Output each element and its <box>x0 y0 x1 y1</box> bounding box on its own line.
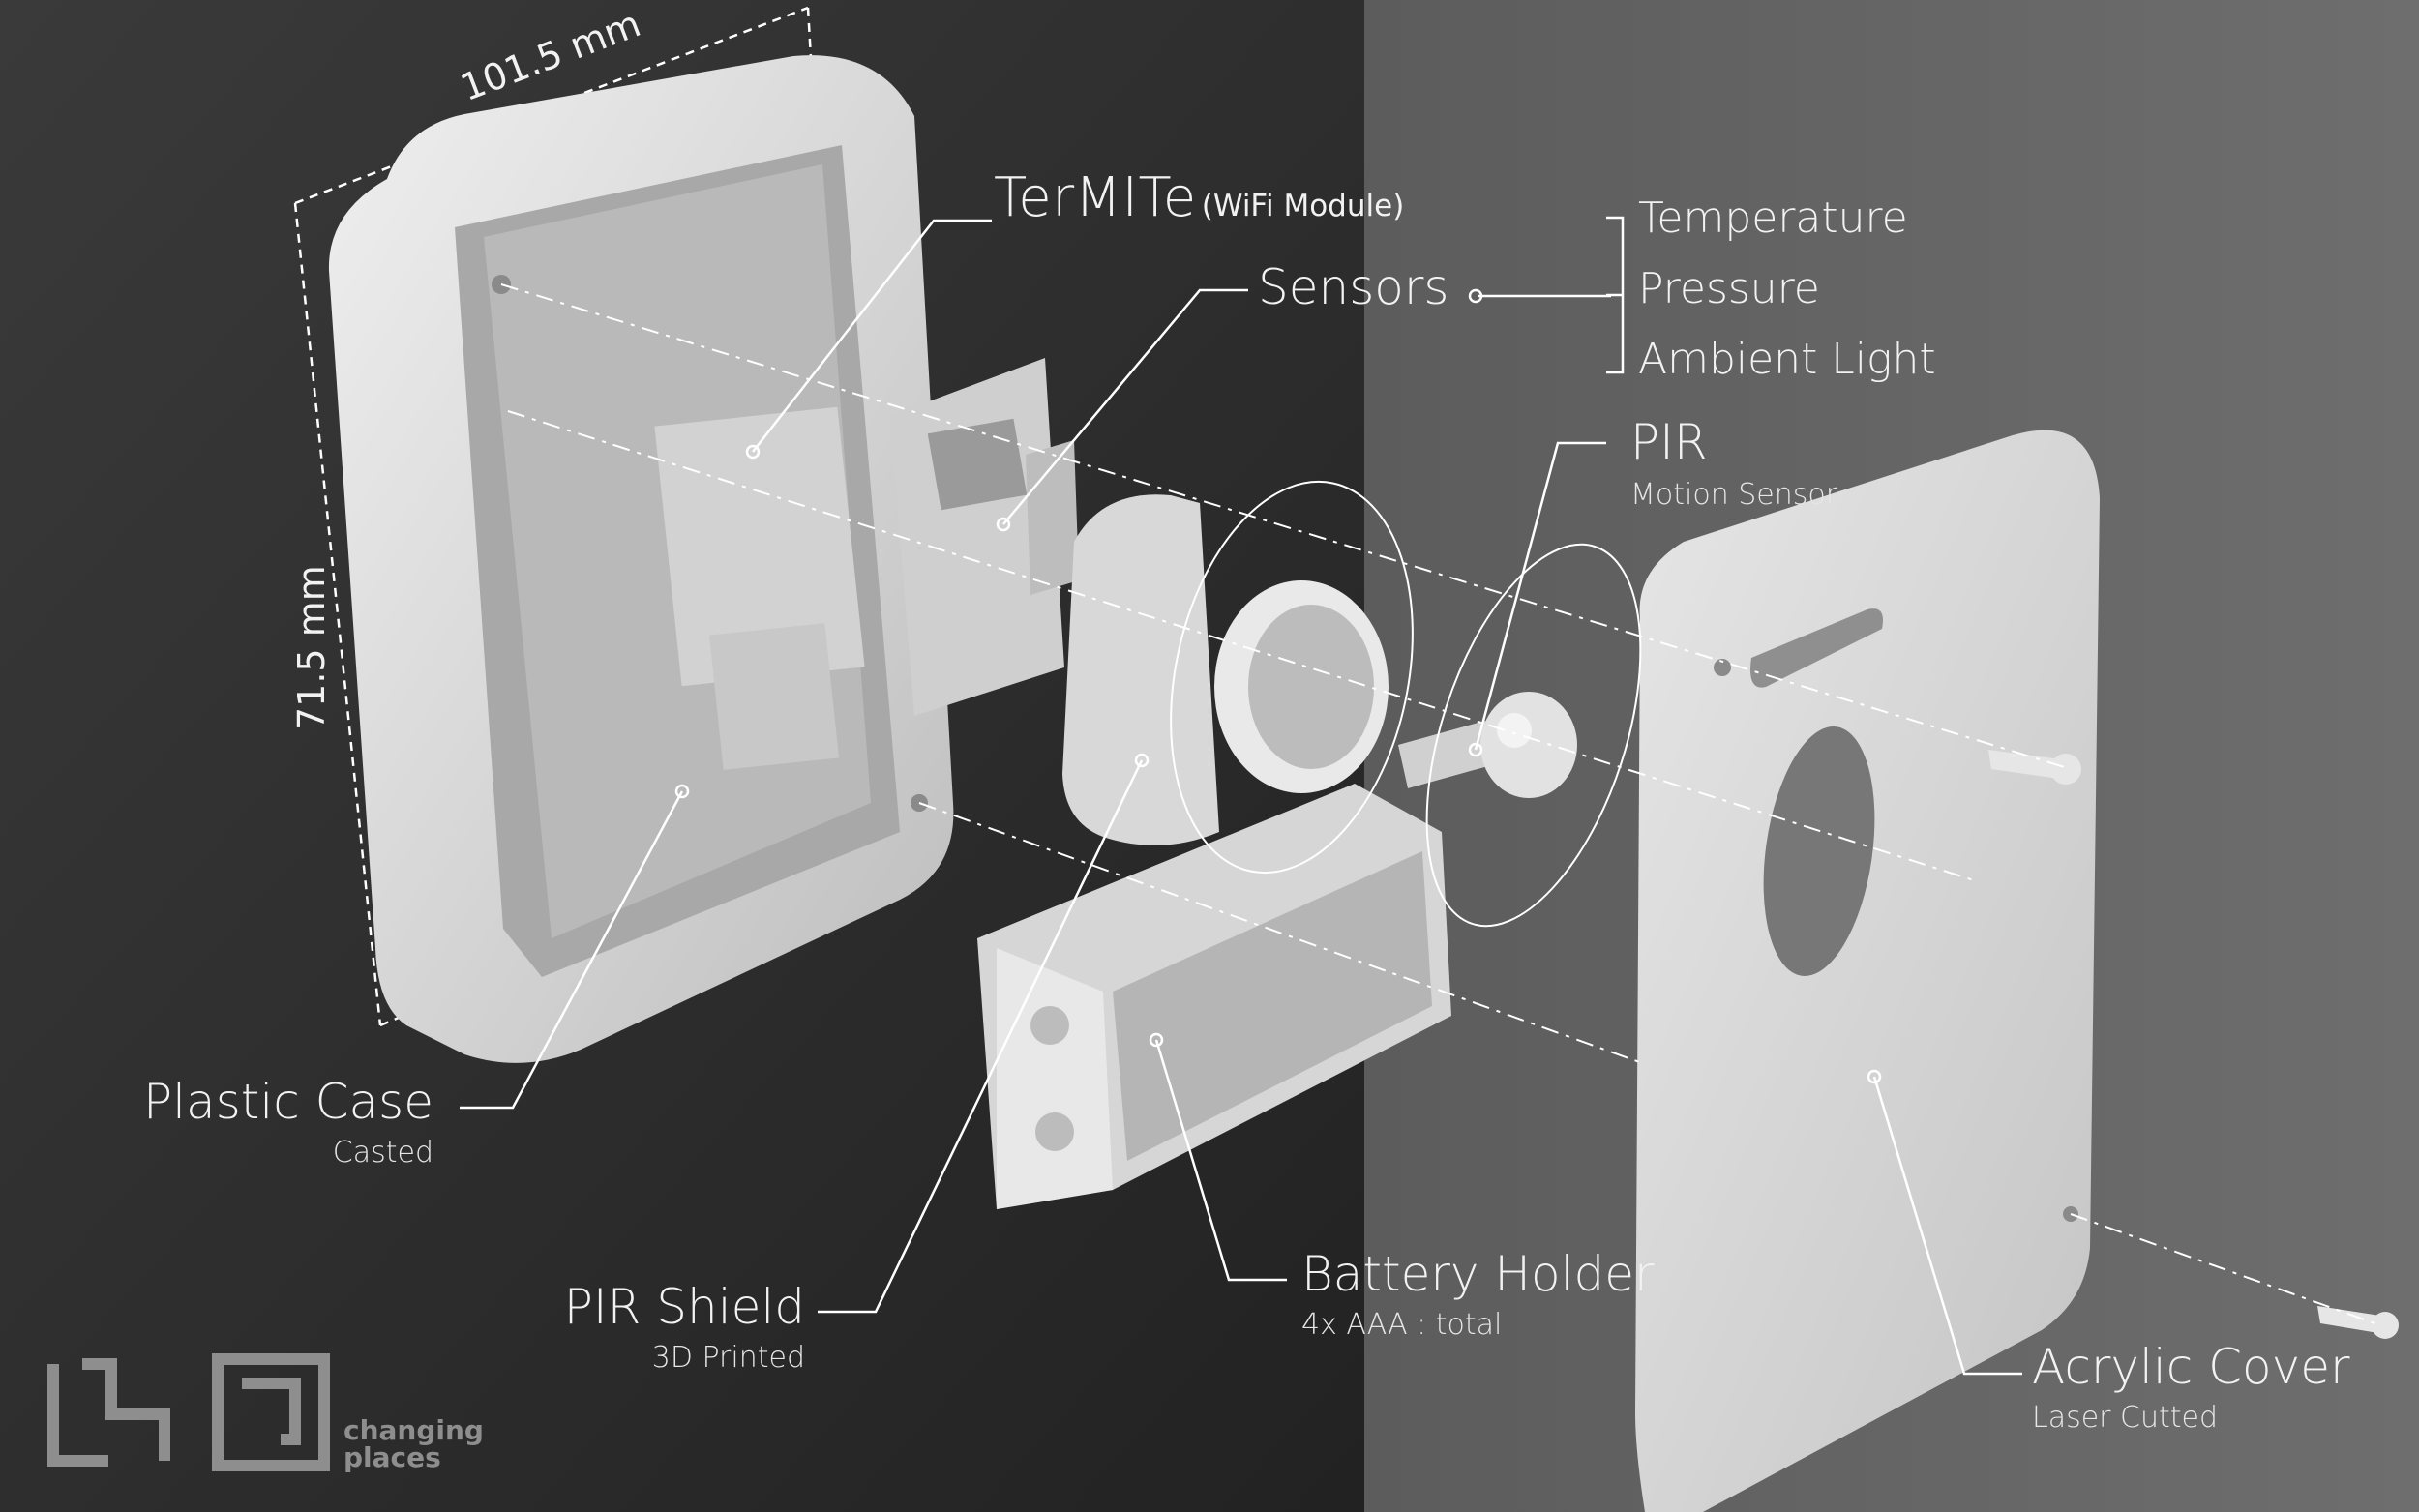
sensors-title: Sensors <box>1258 259 1449 315</box>
battery-holder-subtitle: 4x AAA : total <box>1301 1308 1503 1342</box>
termite-note: (WiFi Module) <box>1201 189 1405 223</box>
plastic-case-title: Plastic Case <box>143 1074 433 1130</box>
pir-sensor-shape <box>1398 692 1577 798</box>
acrylic-cover-shape <box>1635 430 2100 1512</box>
dimension-lines <box>293 6 813 1027</box>
height-dimension-label: 71.5 mm <box>290 565 333 730</box>
leader-dots <box>674 288 1882 1084</box>
leader-lines <box>460 216 2022 1376</box>
view-ellipses <box>1170 480 1642 928</box>
sensor-item-temperature: Temperature <box>1638 193 1908 243</box>
sensor-board-shape <box>890 358 1079 716</box>
pir-shield-shape <box>1062 494 1389 845</box>
acrylic-cover-subtitle: Laser Cutted <box>2032 1401 2219 1435</box>
plastic-case-shape <box>328 55 954 1063</box>
plastic-case-subtitle: Casted <box>332 1136 433 1170</box>
logo-mark <box>47 1353 330 1471</box>
pir-title: PIR <box>1630 414 1708 470</box>
battery-holder-shape <box>977 784 1451 1209</box>
pir-shield-subtitle: 3D Printed <box>651 1341 805 1375</box>
termite-title: TerMITe <box>994 166 1197 229</box>
sensor-item-pressure: Pressure <box>1638 264 1820 313</box>
battery-holder-title: Battery Holder <box>1301 1246 1655 1302</box>
acrylic-cover-title: Acrylic Cover <box>2032 1339 2350 1395</box>
termite-label: TerMITe (WiFi Module) <box>994 166 1404 229</box>
pir-subtitle: Motion Sensor <box>1630 478 1838 512</box>
pir-shield-title: PIR Shield <box>563 1279 805 1335</box>
screws <box>1988 750 2399 1339</box>
sensor-item-ambient-light: Ambient Light <box>1638 335 1936 384</box>
assembly-axes <box>500 283 2381 1326</box>
logo-text-line2: places <box>343 1441 441 1473</box>
logo-text-line1: changing <box>343 1414 484 1446</box>
